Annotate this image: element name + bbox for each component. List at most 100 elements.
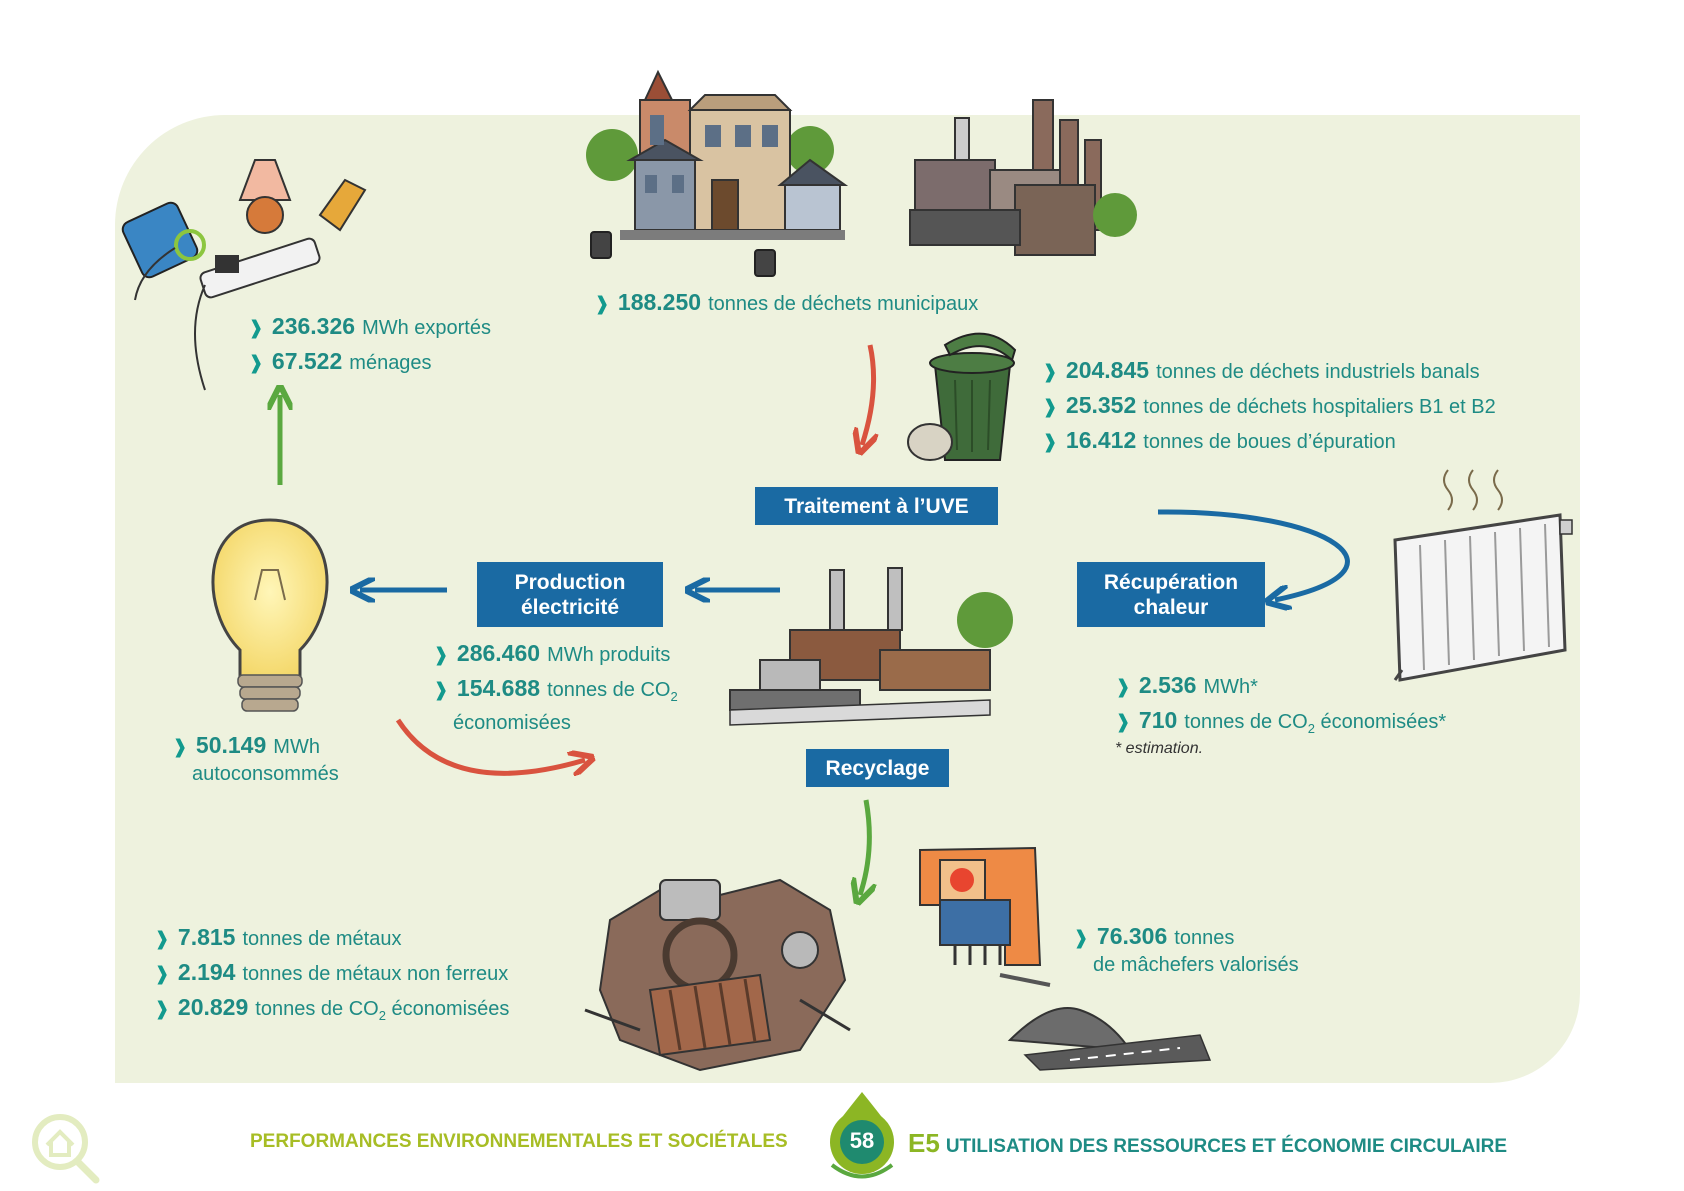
radiator-icon (1393, 469, 1573, 682)
stat-value: 204.845 (1065, 357, 1150, 383)
stat-unit: MWh produits (547, 644, 671, 666)
stat-value: 236.326 (271, 313, 356, 339)
stat-waste-inputs: ❱ 204.845 tonnes de déchets industriels ba… (1042, 354, 1496, 459)
footer-section-title: PERFORMANCES ENVIRONNEMENTALES ET SOCIÉT… (250, 1131, 788, 1152)
stat-value: 67.522 (271, 348, 343, 374)
chevron-right-icon: ❱ (1073, 928, 1089, 949)
co2-suffix: économisées* (1320, 711, 1447, 733)
stat-continuation: autoconsommés (192, 763, 339, 785)
label-production-electricite: Production électricité (477, 562, 663, 627)
stat-value: 154.688 (456, 675, 541, 701)
recycle-drop-icon (830, 1092, 894, 1179)
arrow-municipal-to-uve (862, 344, 874, 445)
stat-unit: MWh exportés (362, 317, 491, 339)
stat-row: ❱ 710 tonnes de CO2 économisées* (1115, 704, 1446, 745)
stat-unit: MWh* (1203, 676, 1258, 698)
chevron-right-icon: ❱ (1042, 432, 1058, 453)
stat-value: 7.815 (177, 924, 236, 950)
label-traitement-uve: Traitement à l’UVE (755, 487, 998, 525)
chevron-right-icon: ❱ (433, 645, 449, 666)
stat-heat: ❱ 2.536 MWh* ❱ 710 tonnes de CO2 économisées… (1115, 669, 1446, 745)
co2-subscript: 2 (378, 1008, 386, 1023)
stat-continuation: économisées (453, 712, 571, 734)
chevron-right-icon: ❱ (433, 680, 449, 701)
chevron-right-icon: ❱ (248, 318, 264, 339)
co2-text: tonnes de CO (255, 998, 379, 1020)
label-recyclage: Recyclage (806, 749, 949, 787)
search-home-icon (32, 1114, 100, 1184)
light-bulb-icon (211, 518, 329, 712)
chevron-right-icon: ❱ (248, 353, 264, 374)
stat-unit: tonnes (1174, 927, 1235, 949)
co2-text: tonnes de CO (1184, 711, 1308, 733)
chevron-right-icon: ❱ (154, 964, 170, 985)
stat-row: ❱ 16.412 tonnes de boues d’épuration (1042, 424, 1496, 459)
city-houses-icon (586, 69, 849, 277)
stat-machefers: ❱ 76.306 tonnes de mâchefers valorisés (1073, 923, 1299, 978)
stat-unit: tonnes de déchets industriels banals (1156, 361, 1480, 383)
stat-row: ❱ 204.845 tonnes de déchets industriels ba… (1042, 354, 1496, 389)
stat-value: 20.829 (177, 994, 249, 1020)
stat-unit: MWh (273, 736, 320, 758)
stat-unit: ménages (349, 352, 432, 374)
label-traitement-text: Traitement à l’UVE (784, 494, 969, 518)
trash-bin-icon (907, 332, 1017, 461)
bottom-ash-furnace-icon (919, 846, 1212, 1071)
stat-row: ❱ 236.326 MWh exportés (248, 310, 491, 345)
estimation-note: * estimation. (1115, 740, 1204, 757)
stat-continuation: de mâchefers valorisés (1093, 954, 1299, 976)
stat-value: 25.352 (1065, 392, 1137, 418)
stat-unit: tonnes de CO2 économisées (255, 993, 509, 1032)
label-production-line2: électricité (520, 595, 620, 619)
stat-unit: tonnes de déchets hospitaliers B1 et B2 (1143, 396, 1496, 418)
label-production-line1: Production (514, 570, 626, 594)
arrow-autoconsumption (395, 718, 585, 773)
chapter-code: E5 (908, 1128, 940, 1158)
stat-value: 2.536 (1138, 672, 1197, 698)
flow-arrows (280, 344, 1350, 895)
stat-unit: tonnes de CO2 (547, 677, 678, 710)
stat-value: 286.460 (456, 640, 541, 666)
stat-unit: tonnes de métaux non ferreux (242, 963, 509, 985)
stat-value: 16.412 (1065, 427, 1137, 453)
chevron-right-icon: ❱ (1115, 712, 1131, 733)
stat-value: 76.306 (1096, 923, 1168, 949)
chevron-right-icon: ❱ (594, 294, 610, 315)
uve-plant-icon (729, 567, 1013, 726)
co2-suffix: économisées (391, 998, 510, 1020)
stat-value: 188.250 (617, 289, 702, 315)
stat-row: ❱ 76.306 tonnes (1073, 923, 1299, 952)
page-number: 58 (849, 1128, 875, 1153)
arrow-recycling (860, 799, 869, 895)
footer-chapter: E5 UTILISATION DES RESSOURCES ET ÉCONOMI… (908, 1128, 1507, 1159)
stat-value: 50.149 (195, 732, 267, 758)
chevron-right-icon: ❱ (1042, 397, 1058, 418)
chapter-title: UTILISATION DES RESSOURCES ET ÉCONOMIE C… (945, 1136, 1508, 1157)
label-recuperation-chaleur: Récupération chaleur (1077, 562, 1265, 627)
co2-subscript: 2 (1307, 721, 1315, 736)
label-recuperation-line2: chaleur (1133, 595, 1209, 619)
factory-icon (909, 99, 1137, 256)
chevron-right-icon: ❱ (1115, 677, 1131, 698)
scrap-metal-icon (584, 878, 851, 1072)
stat-row: ❱ 67.522 ménages (248, 345, 491, 380)
stat-value: 710 (1138, 707, 1178, 733)
label-recuperation-line1: Récupération (1103, 570, 1239, 594)
chevron-right-icon: ❱ (154, 999, 170, 1020)
co2-subscript: 2 (670, 689, 678, 704)
chevron-right-icon: ❱ (1042, 362, 1058, 383)
label-recyclage-text: Recyclage (825, 756, 930, 780)
chevron-right-icon: ❱ (154, 929, 170, 950)
stat-unit: tonnes de boues d’épuration (1143, 431, 1396, 453)
